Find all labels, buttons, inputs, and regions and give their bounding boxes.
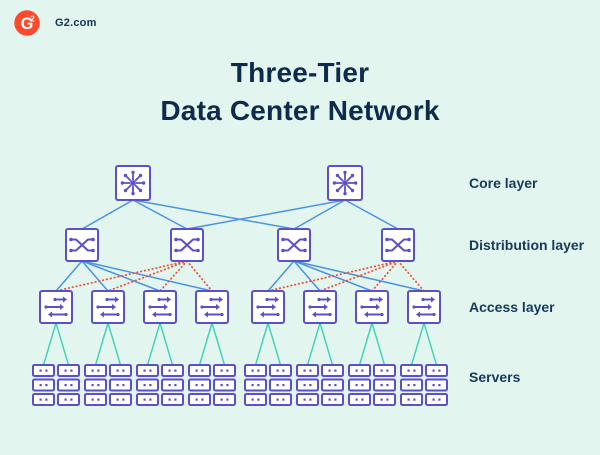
link-lines [42, 199, 438, 366]
server-stack-icon [84, 364, 107, 406]
core-router-icon [115, 165, 151, 201]
header: G 2 G2.com [13, 9, 97, 37]
access-switch-icon [143, 290, 177, 324]
server-stack-icon [32, 364, 55, 406]
server-stack-icon [136, 364, 159, 406]
distribution-switch-icon [65, 228, 99, 262]
access-switch-icon [91, 290, 125, 324]
title-line-1: Three-Tier [230, 57, 370, 88]
title-line-2: Data Center Network [160, 95, 440, 126]
server-stack-icon [348, 364, 371, 406]
distribution-switch-icon [381, 228, 415, 262]
core-router-icon [327, 165, 363, 201]
g2-logo-icon: G 2 [14, 10, 40, 36]
access-switch-icon [251, 290, 285, 324]
distribution-switch-icon [170, 228, 204, 262]
server-stack-icon [244, 364, 267, 406]
server-stack-icon [269, 364, 292, 406]
server-stack-icon [425, 364, 448, 406]
page-title: Three-Tier Data Center Network [0, 54, 600, 130]
server-stack-icon [296, 364, 319, 406]
access-switch-icon [195, 290, 229, 324]
server-stack-icon [213, 364, 236, 406]
server-stack-icon [109, 364, 132, 406]
distribution-switch-icon [277, 228, 311, 262]
access-switch-icon [355, 290, 389, 324]
brand-text: G2.com [55, 17, 97, 29]
server-stack-icon [373, 364, 396, 406]
svg-text:2: 2 [30, 14, 35, 24]
svg-text:G: G [21, 15, 34, 33]
label-servers: Servers [469, 369, 521, 385]
server-stack-icon [321, 364, 344, 406]
server-stack-icon [161, 364, 184, 406]
server-stack-icon [57, 364, 80, 406]
label-distribution-layer: Distribution layer [469, 237, 585, 253]
server-stack-icon [188, 364, 211, 406]
access-switch-icon [303, 290, 337, 324]
access-switch-icon [39, 290, 73, 324]
server-stack-icon [400, 364, 423, 406]
access-switch-icon [407, 290, 441, 324]
label-access-layer: Access layer [469, 299, 555, 315]
label-core-layer: Core layer [469, 175, 538, 191]
